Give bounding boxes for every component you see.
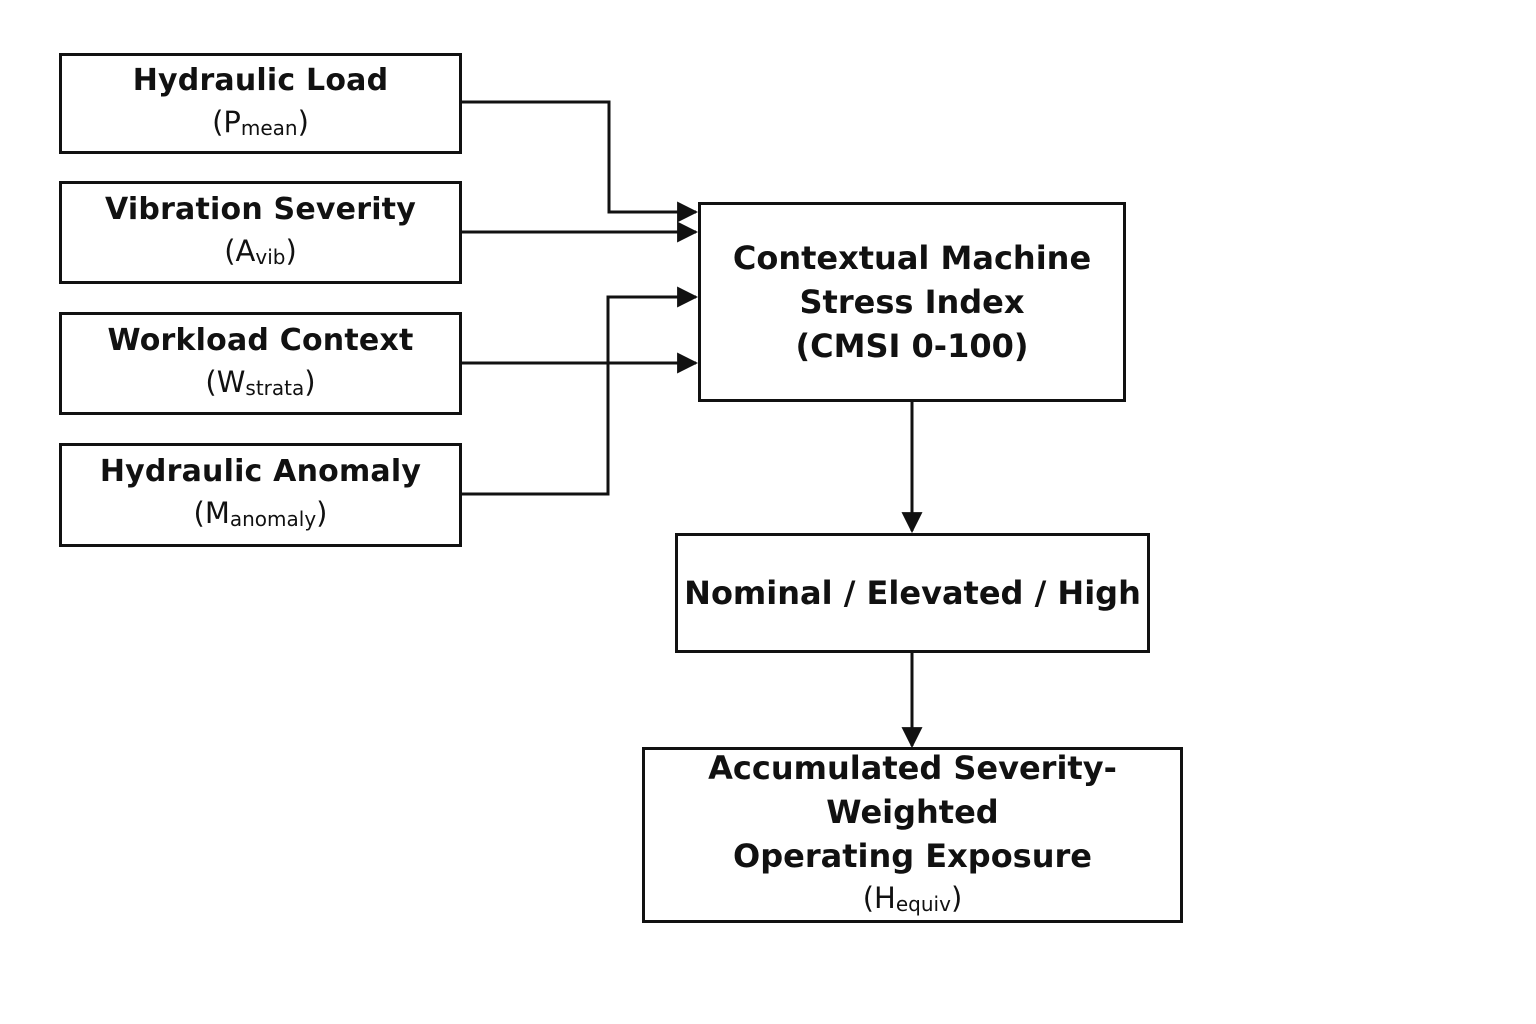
input-symbol-hydraulic-anomaly: (Manomaly) (193, 496, 328, 531)
input-label-vibration-severity: Vibration Severity (105, 191, 416, 227)
exposure-symbol: (Hequiv) (862, 881, 963, 916)
exposure-box: Accumulated Severity-Weighted Operating … (642, 747, 1183, 923)
input-symbol-vibration-severity: (Avib) (224, 233, 297, 269)
stress-index-line-1: Contextual Machine (732, 239, 1092, 277)
input-box-vibration-severity: Vibration Severity (Avib) (59, 181, 462, 284)
classification-box: Nominal / Elevated / High (675, 533, 1150, 653)
input-label-hydraulic-load: Hydraulic Load (132, 62, 389, 98)
stress-index-line-2: Stress Index (799, 283, 1025, 321)
input-label-workload-context: Workload Context (107, 322, 414, 358)
connector-hydraulic-load (461, 100, 699, 223)
input-symbol-workload-context: (Wstrata) (205, 364, 316, 400)
input-box-hydraulic-anomaly: Hydraulic Anomaly (Manomaly) (59, 443, 462, 547)
input-box-hydraulic-load: Hydraulic Load (Pmean) (59, 53, 462, 154)
exposure-line-1: Accumulated Severity-Weighted (708, 749, 1117, 831)
input-symbol-hydraulic-load: (Pmean) (212, 104, 309, 140)
exposure-line-2: Operating Exposure (733, 837, 1092, 875)
input-label-hydraulic-anomaly: Hydraulic Anomaly (99, 454, 422, 489)
connector-hydraulic-anomaly (461, 286, 699, 496)
stress-index-box: Contextual Machine Stress Index (CMSI 0-… (698, 202, 1126, 402)
classification-label: Nominal / Elevated / High (684, 574, 1141, 612)
input-box-workload-context: Workload Context (Wstrata) (59, 312, 462, 415)
stress-index-line-3: (CMSI 0-100) (795, 327, 1029, 365)
